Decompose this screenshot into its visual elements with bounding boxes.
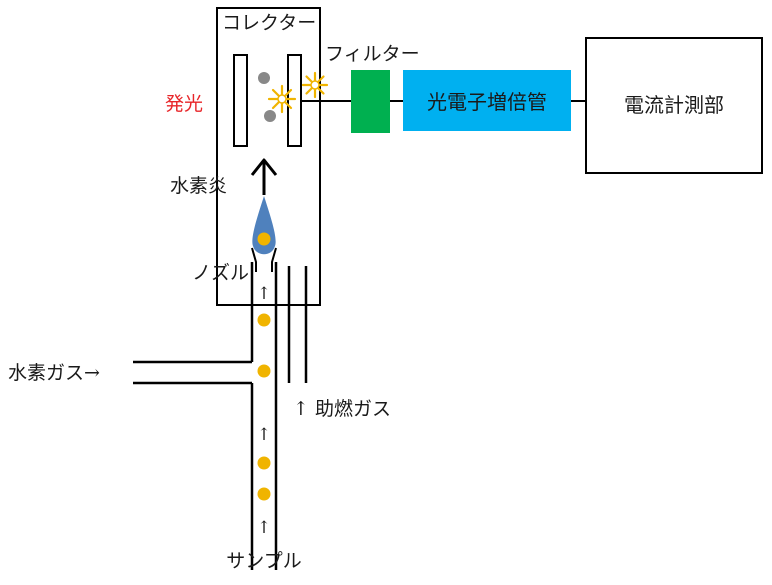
up-arrow-icon: ↑: [257, 425, 271, 445]
flame-shape: [252, 196, 276, 255]
hydrogen-flame-label: 水素炎: [170, 175, 227, 197]
right-electrode: [287, 54, 302, 147]
sample-particle: [257, 364, 271, 378]
current-meter-box: [585, 37, 763, 174]
up-arrow-icon: ↑: [257, 284, 271, 304]
spark-starburst-icon: [301, 71, 329, 99]
spark-starburst-icon: [267, 84, 297, 114]
sample-particle: [257, 313, 271, 327]
filter-label: フィルター: [325, 43, 420, 65]
nozzle-tip: [251, 247, 277, 272]
flame-particle: [257, 232, 271, 246]
up-arrow-icon: ↑: [257, 518, 271, 538]
sample-particle: [257, 456, 271, 470]
filter-block: [351, 70, 390, 133]
combustion-gas-label: ↑ 助燃ガス: [293, 398, 391, 420]
collector-housing: [216, 7, 321, 306]
electrode-particle: [264, 110, 276, 122]
flame-arrow-icon: [250, 158, 278, 195]
current-meter-label: 電流計測部: [624, 93, 724, 117]
emission-label: 発光: [165, 93, 203, 115]
sample-particle: [257, 487, 271, 501]
collector-label: コレクター: [222, 12, 316, 34]
pmt-label: 光電子増倍管: [427, 90, 547, 114]
left-electrode: [233, 54, 248, 147]
electrode-particle: [258, 72, 270, 84]
sample-label: サンプル: [226, 550, 301, 572]
hydrogen-gas-label: 水素ガス→: [8, 362, 100, 384]
nozzle-label: ノズル: [192, 262, 249, 284]
pmt-block: [403, 70, 571, 131]
